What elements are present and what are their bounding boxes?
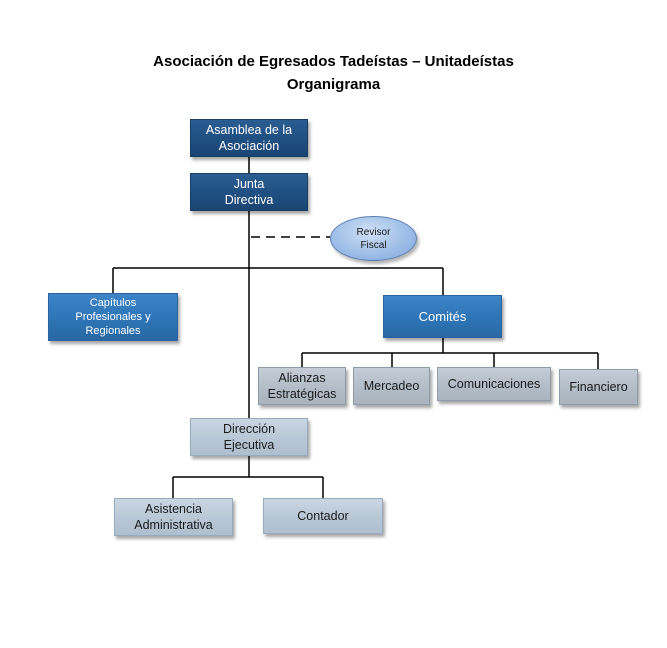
node-contador: Contador bbox=[263, 498, 383, 534]
node-comunicaciones-label: Comunicaciones bbox=[447, 377, 541, 391]
node-mercadeo-label: Mercadeo bbox=[363, 379, 420, 393]
org-title: Asociación de Egresados Tadeístas – Unit… bbox=[153, 53, 514, 70]
node-capitulos: Capítulos Profesionales y Regionales bbox=[48, 293, 178, 341]
node-alianzas-label: Alianzas Estratégicas bbox=[267, 371, 337, 401]
node-junta-label: Junta Directiva bbox=[224, 177, 274, 207]
node-direccion-label: Dirección Ejecutiva bbox=[222, 422, 276, 452]
node-revisor-fiscal: Revisor Fiscal bbox=[330, 216, 417, 261]
node-junta-directiva: Junta Directiva bbox=[190, 173, 308, 211]
node-comites: Comités bbox=[383, 295, 502, 338]
node-asistencia: Asistencia Administrativa bbox=[114, 498, 233, 536]
node-mercadeo: Mercadeo bbox=[353, 367, 430, 405]
node-asamblea-label: Asamblea de la Asociación bbox=[205, 123, 293, 153]
node-direccion-ejecutiva: Dirección Ejecutiva bbox=[190, 418, 308, 456]
node-financiero-label: Financiero bbox=[569, 380, 628, 394]
node-contador-label: Contador bbox=[297, 509, 349, 523]
node-asistencia-label: Asistencia Administrativa bbox=[134, 502, 213, 532]
node-asamblea: Asamblea de la Asociación bbox=[190, 119, 308, 157]
node-capitulos-label: Capítulos Profesionales y Regionales bbox=[75, 297, 151, 337]
node-alianzas: Alianzas Estratégicas bbox=[258, 367, 346, 405]
node-comunicaciones: Comunicaciones bbox=[437, 367, 551, 401]
node-financiero: Financiero bbox=[559, 369, 638, 405]
node-comites-label: Comités bbox=[418, 308, 467, 324]
org-subtitle: Organigrama bbox=[286, 76, 381, 93]
node-revisor-label: Revisor Fiscal bbox=[356, 226, 391, 251]
